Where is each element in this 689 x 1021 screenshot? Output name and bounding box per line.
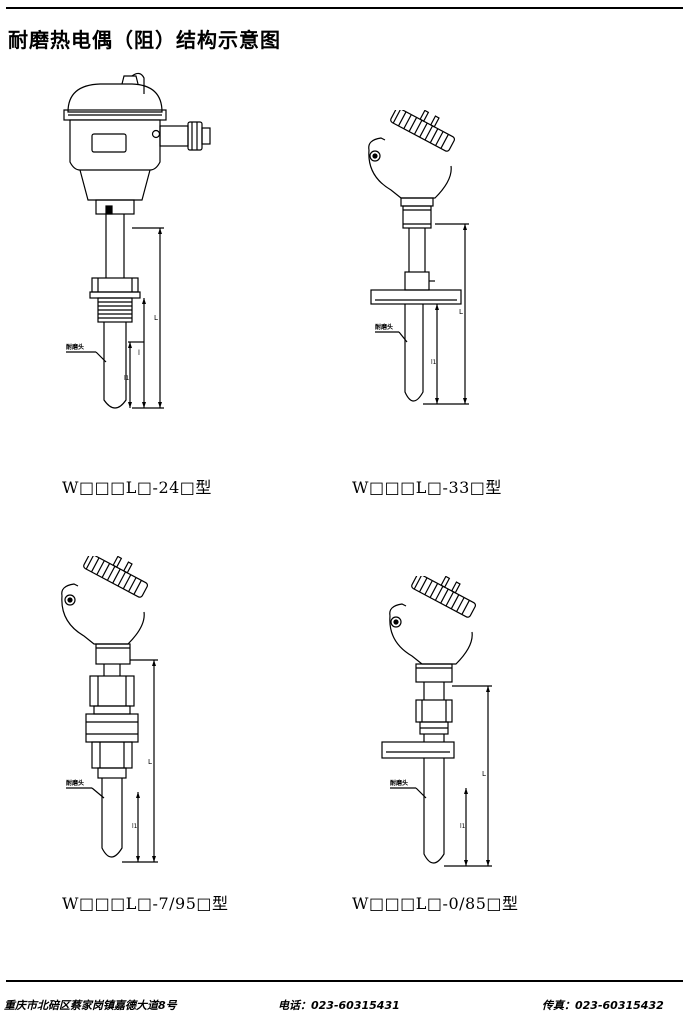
figure-33-diagram: 耐磨头 L l1 — [368, 110, 469, 405]
figure-7-95-diagram: 耐磨头 L l1 — [61, 556, 158, 863]
page-title: 耐磨热电偶（阻）结构示意图 — [8, 28, 281, 52]
dim-L-label: L — [459, 308, 463, 316]
dim-L-label: L — [148, 758, 152, 766]
caption-figure-0-85: W□□□L□-0/85□型 — [352, 894, 519, 913]
footer-rule — [6, 980, 683, 982]
caption-figure-7-95: W□□□L□-7/95□型 — [62, 894, 229, 913]
tip-label: 耐磨头 — [66, 779, 84, 787]
dim-l1-label: l1 — [460, 823, 466, 830]
tip-label: 耐磨头 — [66, 343, 84, 351]
tip-label: 耐磨头 — [375, 323, 393, 331]
caption-figure-24: W□□□L□-24□型 — [62, 478, 212, 497]
figure-0-85-diagram: 耐磨头 L l1 — [381, 576, 492, 867]
footer-fax: 传真：023-60315432 — [542, 999, 664, 1012]
dim-l1-label: l1 — [124, 375, 130, 382]
footer-phone: 电话：023-60315431 — [278, 999, 400, 1012]
dim-l1-label: l1 — [431, 359, 437, 366]
figure-24-diagram: 耐磨头 L l l1 — [63, 72, 211, 409]
footer-address: 重庆市北碚区蔡家岗镇嘉德大道8号 — [4, 999, 177, 1012]
tip-label: 耐磨头 — [390, 779, 408, 787]
dim-l1-label: l1 — [132, 823, 138, 830]
dim-l-label: l — [138, 349, 140, 357]
dim-L-label: L — [154, 314, 158, 322]
top-rule — [6, 7, 683, 9]
dim-L-label: L — [482, 770, 486, 778]
caption-figure-33: W□□□L□-33□型 — [352, 478, 502, 497]
